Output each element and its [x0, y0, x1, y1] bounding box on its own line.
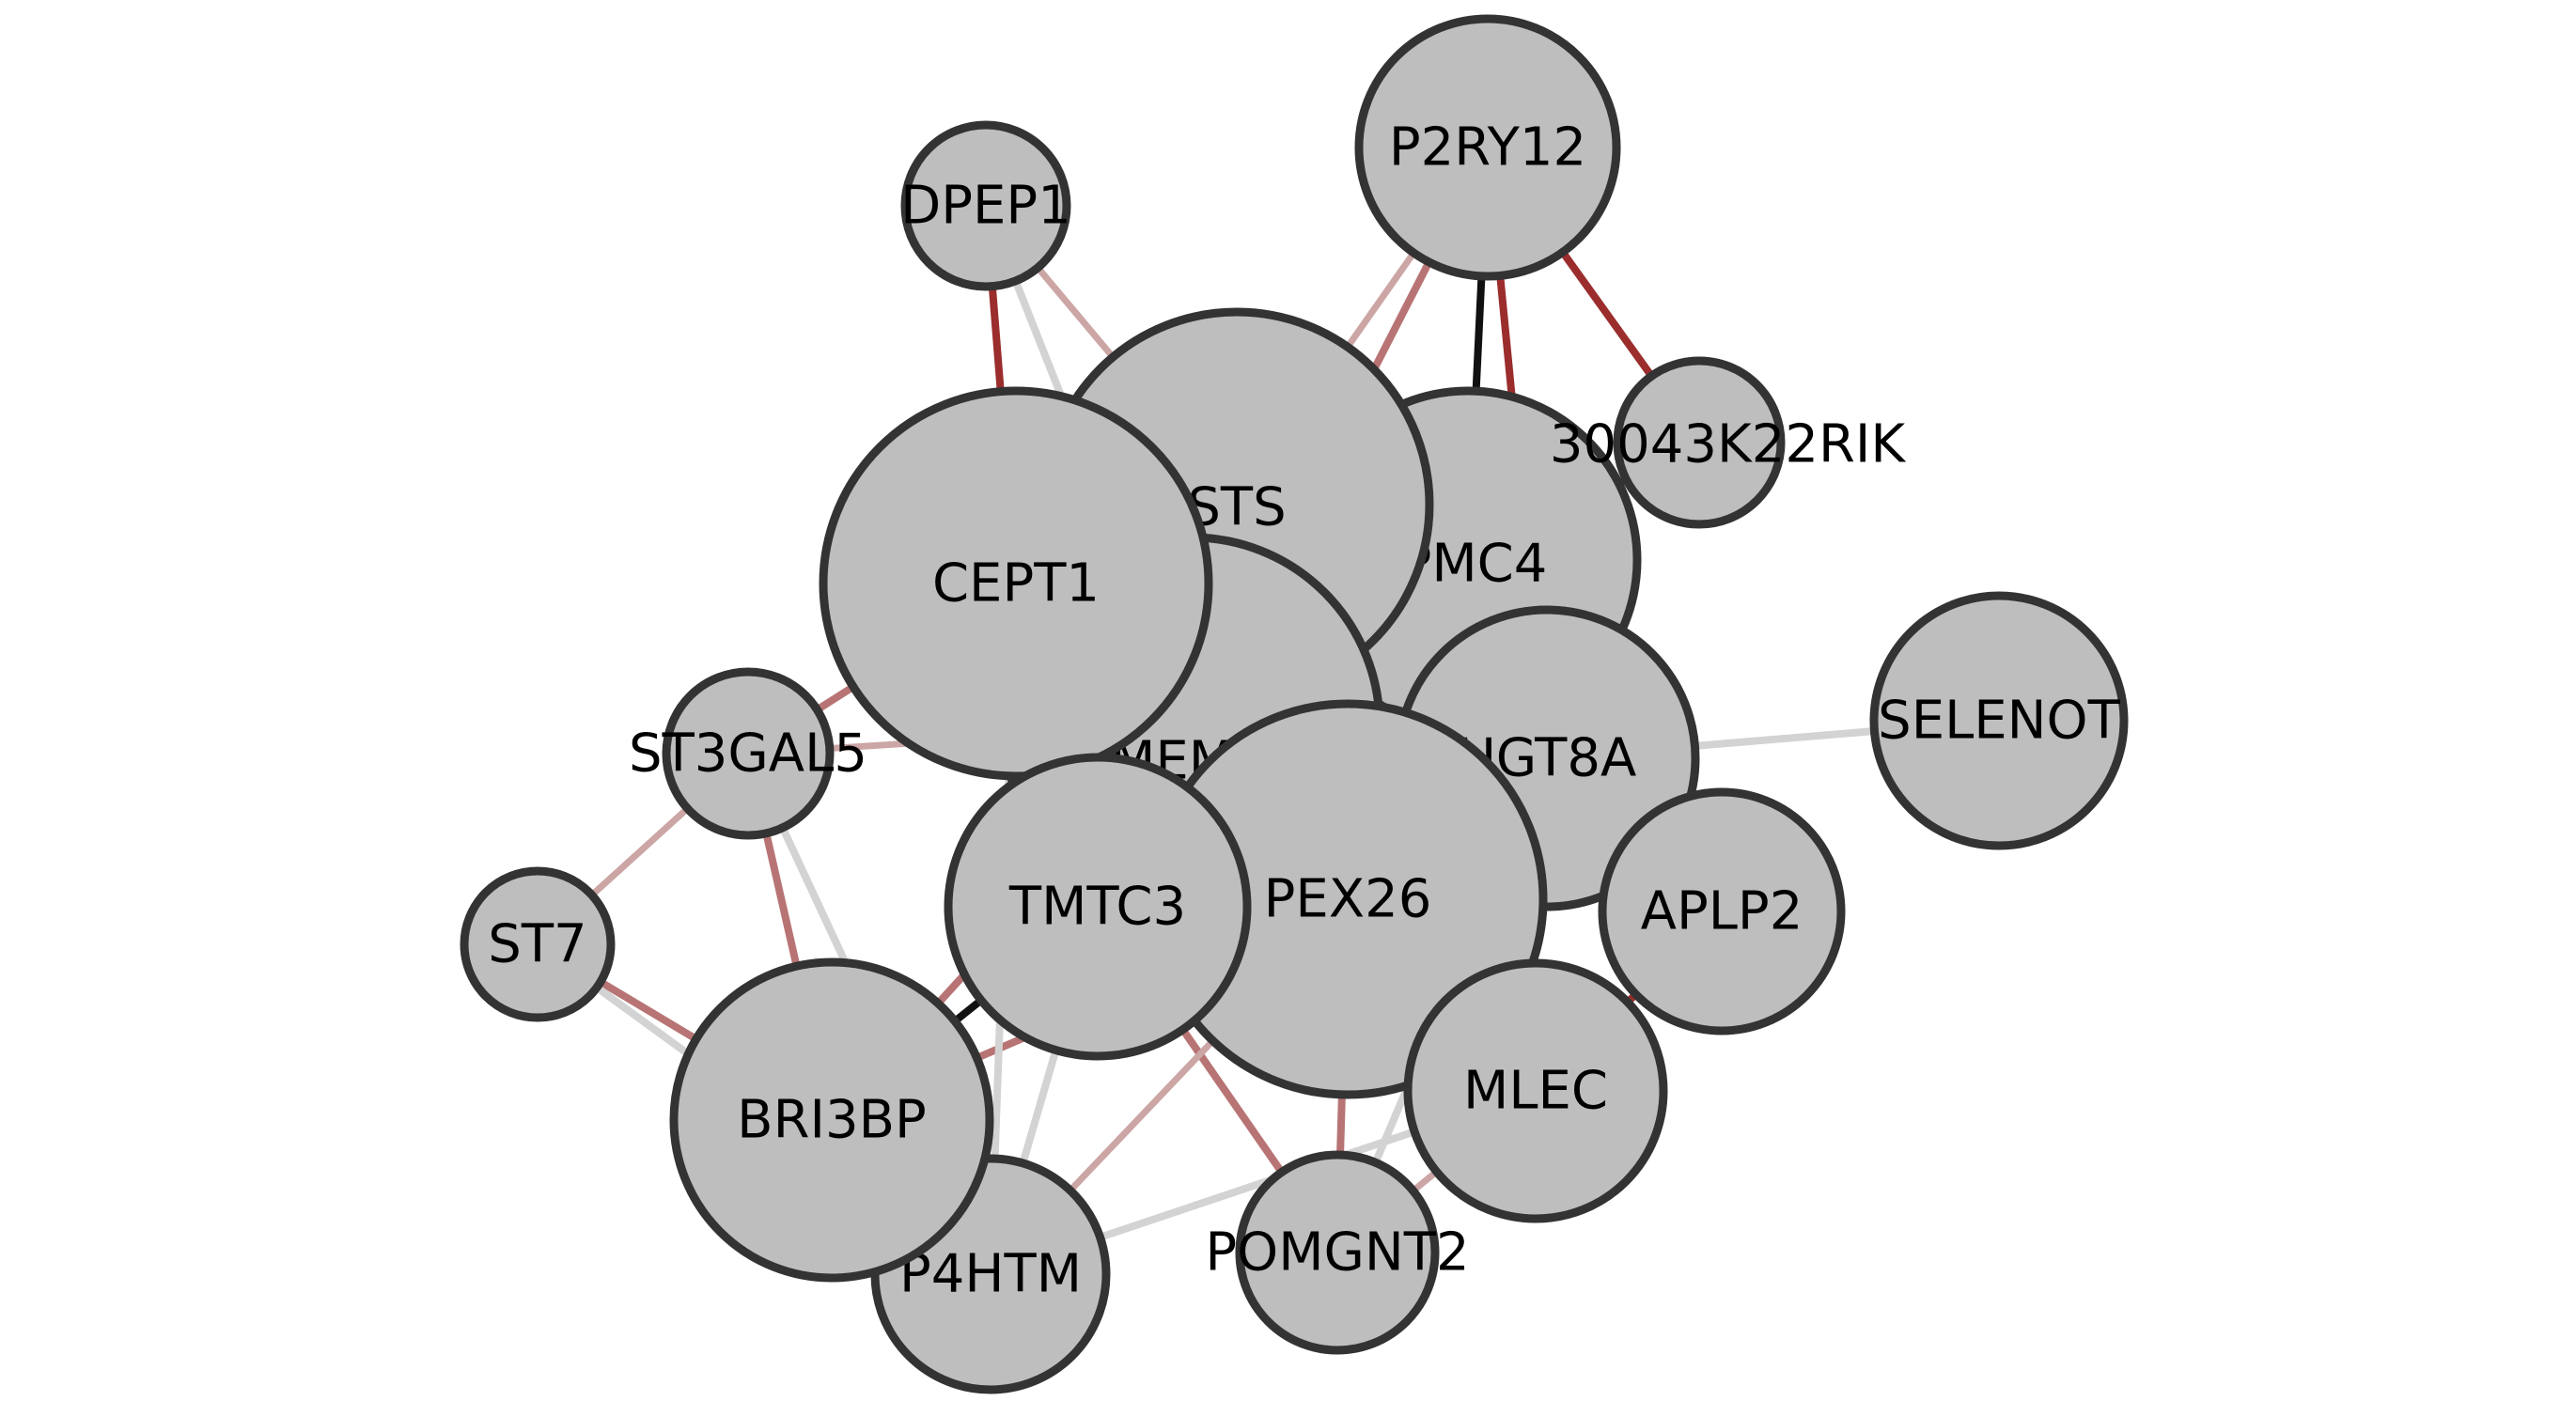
nodes-layer: PMC4STSTMEMCEPT1UGT8APEX26TMTC3P2RY12DPE… — [460, 14, 2129, 1394]
node-p2ry12[interactable]: P2RY12 — [1354, 14, 1621, 281]
node-label-p4htm: P4HTM — [899, 1244, 1082, 1305]
node-pomgnt2[interactable]: POMGNT2 — [1205, 1150, 1470, 1355]
node-label-selenot: SELENOT — [1878, 691, 2120, 752]
node-label-bri3bp: BRI3BP — [737, 1090, 927, 1151]
node-selenot[interactable]: SELENOT — [1869, 591, 2129, 850]
node-label-st7: ST7 — [488, 914, 586, 975]
node-label-cept1: CEPT1 — [932, 553, 1100, 615]
node-st3gal5[interactable]: ST3GAL5 — [629, 667, 867, 840]
node-st7[interactable]: ST7 — [460, 866, 616, 1022]
node-tmtc3[interactable]: TMTC3 — [944, 753, 1252, 1061]
node-label-st3gal5: ST3GAL5 — [629, 724, 867, 785]
node-circle-dpep1[interactable] — [900, 120, 1071, 291]
node-label-dpep1: DPEP1 — [900, 176, 1071, 237]
node-label-aplp2: APLP2 — [1641, 881, 1803, 942]
node-mlec[interactable]: MLEC — [1403, 958, 1668, 1223]
node-circle-bri3bp[interactable] — [669, 957, 994, 1283]
node-label-pomgnt2: POMGNT2 — [1205, 1222, 1469, 1284]
node-circle-cept1[interactable] — [819, 386, 1213, 781]
node-label-pex26: PEX26 — [1264, 869, 1432, 930]
node-dpep1[interactable]: DPEP1 — [900, 120, 1071, 291]
node-circle-p2ry12[interactable] — [1354, 14, 1621, 281]
node-label-p2ry12: P2RY12 — [1389, 117, 1586, 179]
node-circle-aplp2[interactable] — [1598, 787, 1846, 1035]
node-label-tmtc3: TMTC3 — [1008, 877, 1186, 938]
node-aplp2[interactable]: APLP2 — [1598, 787, 1846, 1035]
node-bri3bp[interactable]: BRI3BP — [669, 957, 994, 1283]
node-label-rik: 30043K22RIK — [1550, 414, 1907, 475]
node-label-mlec: MLEC — [1463, 1061, 1608, 1122]
node-circle-tmtc3[interactable] — [944, 753, 1252, 1061]
node-circle-mlec[interactable] — [1403, 958, 1668, 1223]
node-circle-rik[interactable] — [1613, 356, 1786, 529]
node-circle-st3gal5[interactable] — [662, 667, 835, 840]
node-cept1[interactable]: CEPT1 — [819, 386, 1213, 781]
node-rik[interactable]: 30043K22RIK — [1550, 356, 1907, 529]
node-circle-selenot[interactable] — [1869, 591, 2129, 850]
node-circle-pomgnt2[interactable] — [1235, 1150, 1440, 1355]
node-circle-st7[interactable] — [460, 866, 616, 1022]
